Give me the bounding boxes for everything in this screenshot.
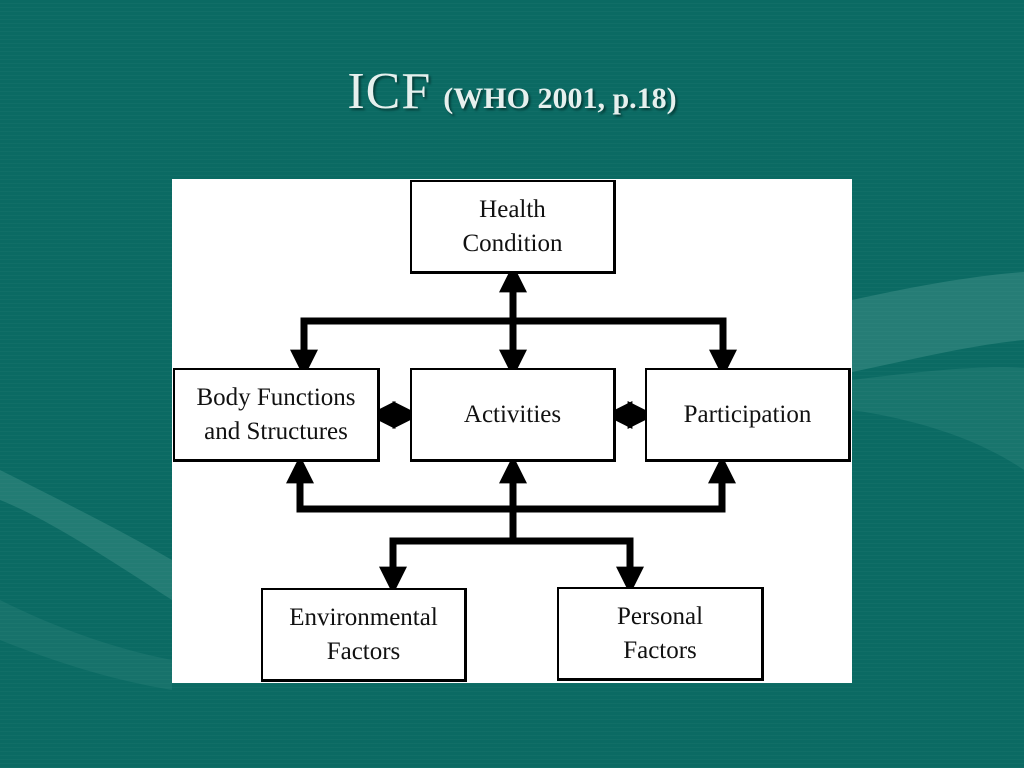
node-activities-line1: Activities <box>463 400 562 428</box>
node-personal-line1: Personal <box>616 602 704 630</box>
node-personal-line2: Factors <box>623 636 697 664</box>
node-environmental-line1: Environmental <box>289 603 438 631</box>
diagram-connectors <box>286 264 737 595</box>
slide-title: ICF (WHO 2001, p.18) <box>0 62 1024 121</box>
node-health-condition: Health Condition <box>410 180 616 274</box>
node-environmental-factors: Environmental Factors <box>261 588 467 682</box>
node-participation: Participation <box>645 368 851 462</box>
title-subtitle: (WHO 2001, p.18) <box>443 82 677 115</box>
icf-diagram: Health Condition Body Functions and Stru… <box>172 179 852 683</box>
node-participation-line1: Participation <box>683 400 812 428</box>
node-body-functions: Body Functions and Structures <box>173 368 380 462</box>
node-body-functions-line2: and Structures <box>204 417 348 445</box>
edge-health-bar <box>290 317 737 378</box>
title-main: ICF <box>347 63 432 120</box>
node-activities: Activities <box>410 368 616 462</box>
node-health-condition-line1: Health <box>479 195 546 223</box>
node-body-functions-line1: Body Functions <box>196 383 356 411</box>
node-health-condition-line2: Condition <box>462 229 563 257</box>
node-personal-factors: Personal Factors <box>557 587 764 681</box>
edge-factors-bar <box>379 537 644 595</box>
node-environmental-line2: Factors <box>326 637 401 665</box>
